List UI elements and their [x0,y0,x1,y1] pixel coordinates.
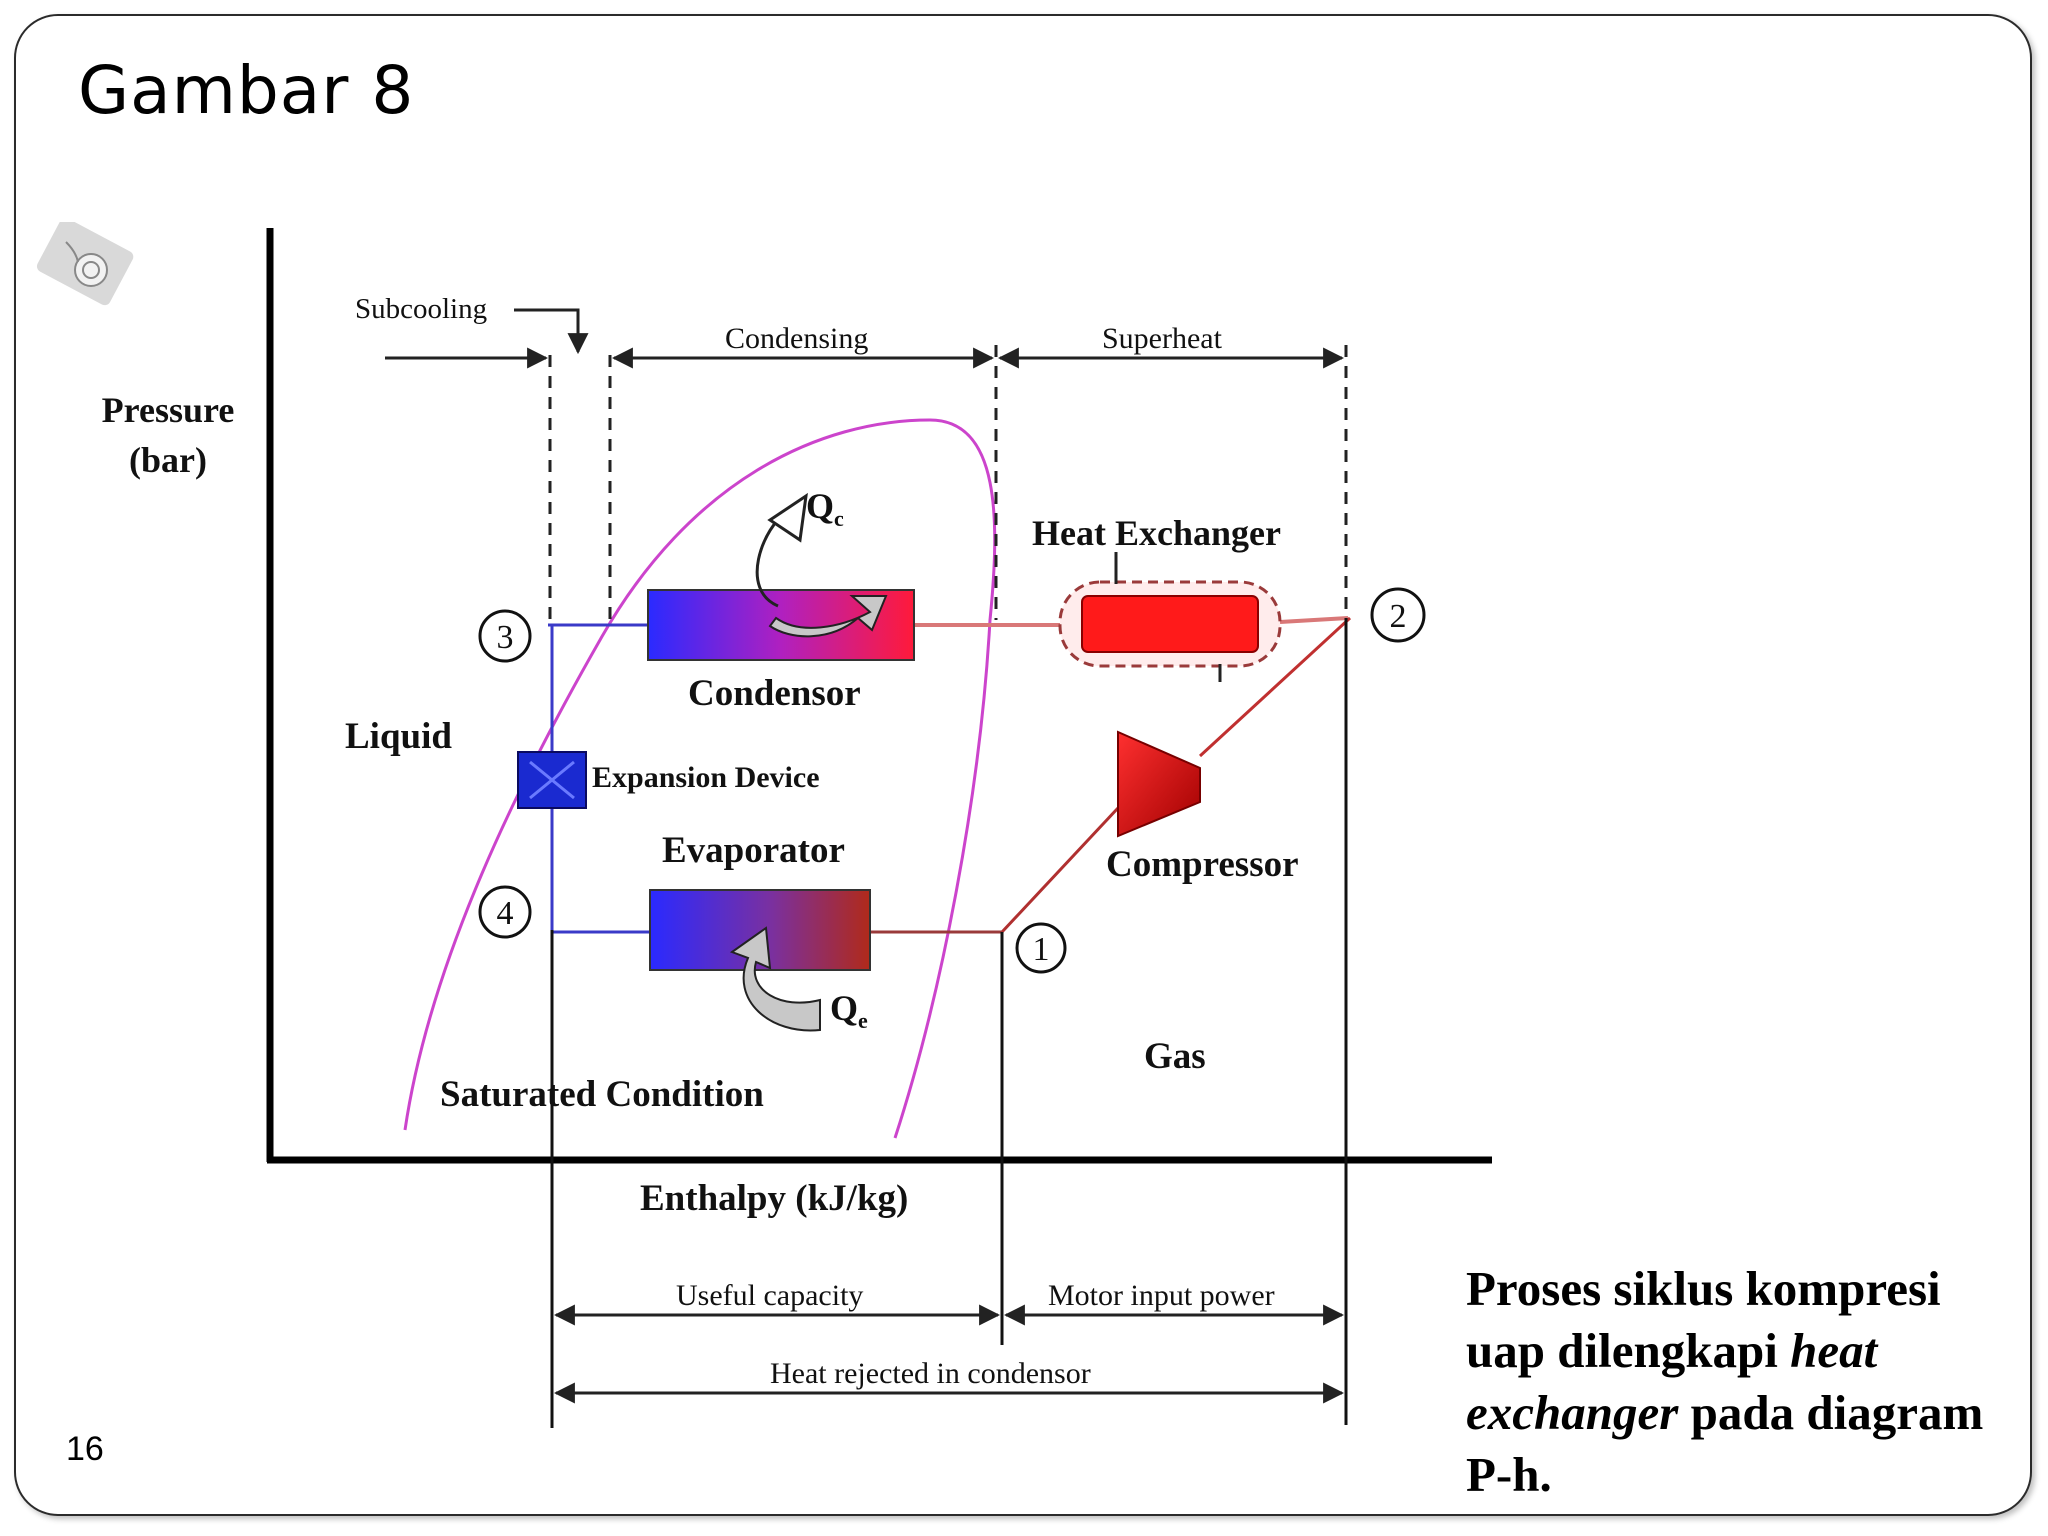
qc-arrow-head [767,492,808,543]
state-point-2: 2 [1390,598,1407,635]
caption-italic: heat exchanger [1466,1323,1878,1440]
expansion-device-label: Expansion Device [592,761,820,794]
saturation-dome [403,418,997,1139]
expansion-device-mark [529,760,575,800]
y-axis-label: Pressure [102,390,235,430]
state-point-2-circle [1370,587,1426,643]
qc-arrow-tail [768,595,888,638]
slide-caption: Proses siklus kompresi uap dilengkapi he… [1466,1258,2026,1506]
snail-icon [36,222,134,306]
qc-label: Qc [806,486,844,531]
liquid-region-label: Liquid [345,716,452,757]
heat-exchanger-label: Heat Exchanger [1032,513,1281,553]
state-point-1-circle [1015,922,1067,974]
expansion-device-box [517,751,587,809]
y-axis-unit: (bar) [129,440,207,480]
slide-title: Gambar 8 [78,52,415,129]
state-point-1: 1 [1033,931,1050,968]
compressor-label: Compressor [1106,844,1299,885]
condensing-label: Condensing [725,322,868,355]
useful-capacity-label: Useful capacity [676,1279,863,1312]
caption-text-2: pada diagram P-h. [1466,1385,1984,1502]
subcooling-label: Subcooling [355,293,487,325]
state-point-4-circle [478,885,532,939]
x-axis-label: Enthalpy (kJ/kg) [640,1178,908,1219]
caption-text-1: Proses siklus kompresi uap dilengkapi [1466,1261,1941,1378]
state-point-3-circle [478,609,532,663]
page-number: 16 [66,1430,104,1468]
qe-label: Qe [830,988,868,1033]
qe-arrow [729,926,821,1032]
hx-outlet-line [1279,616,1349,624]
evaporator-label: Evaporator [662,830,845,871]
saturated-region-label: Saturated Condition [440,1074,764,1115]
state-point-4: 4 [497,895,514,932]
compressor-shape [1117,730,1201,838]
heat-exchanger-core [1081,595,1259,653]
subcooling-pointer [514,308,589,355]
heat-rejected-label: Heat rejected in condensor [770,1357,1091,1390]
compressor-inlet-line [1000,806,1120,934]
superheat-label: Superheat [1102,322,1223,355]
slide-frame [14,14,2032,1516]
condensor-label: Condensor [688,673,861,714]
gas-region-label: Gas [1144,1036,1206,1077]
motor-input-power-label: Motor input power [1048,1279,1275,1312]
state-point-3: 3 [497,619,514,656]
compressor-outlet-line [1198,616,1352,758]
